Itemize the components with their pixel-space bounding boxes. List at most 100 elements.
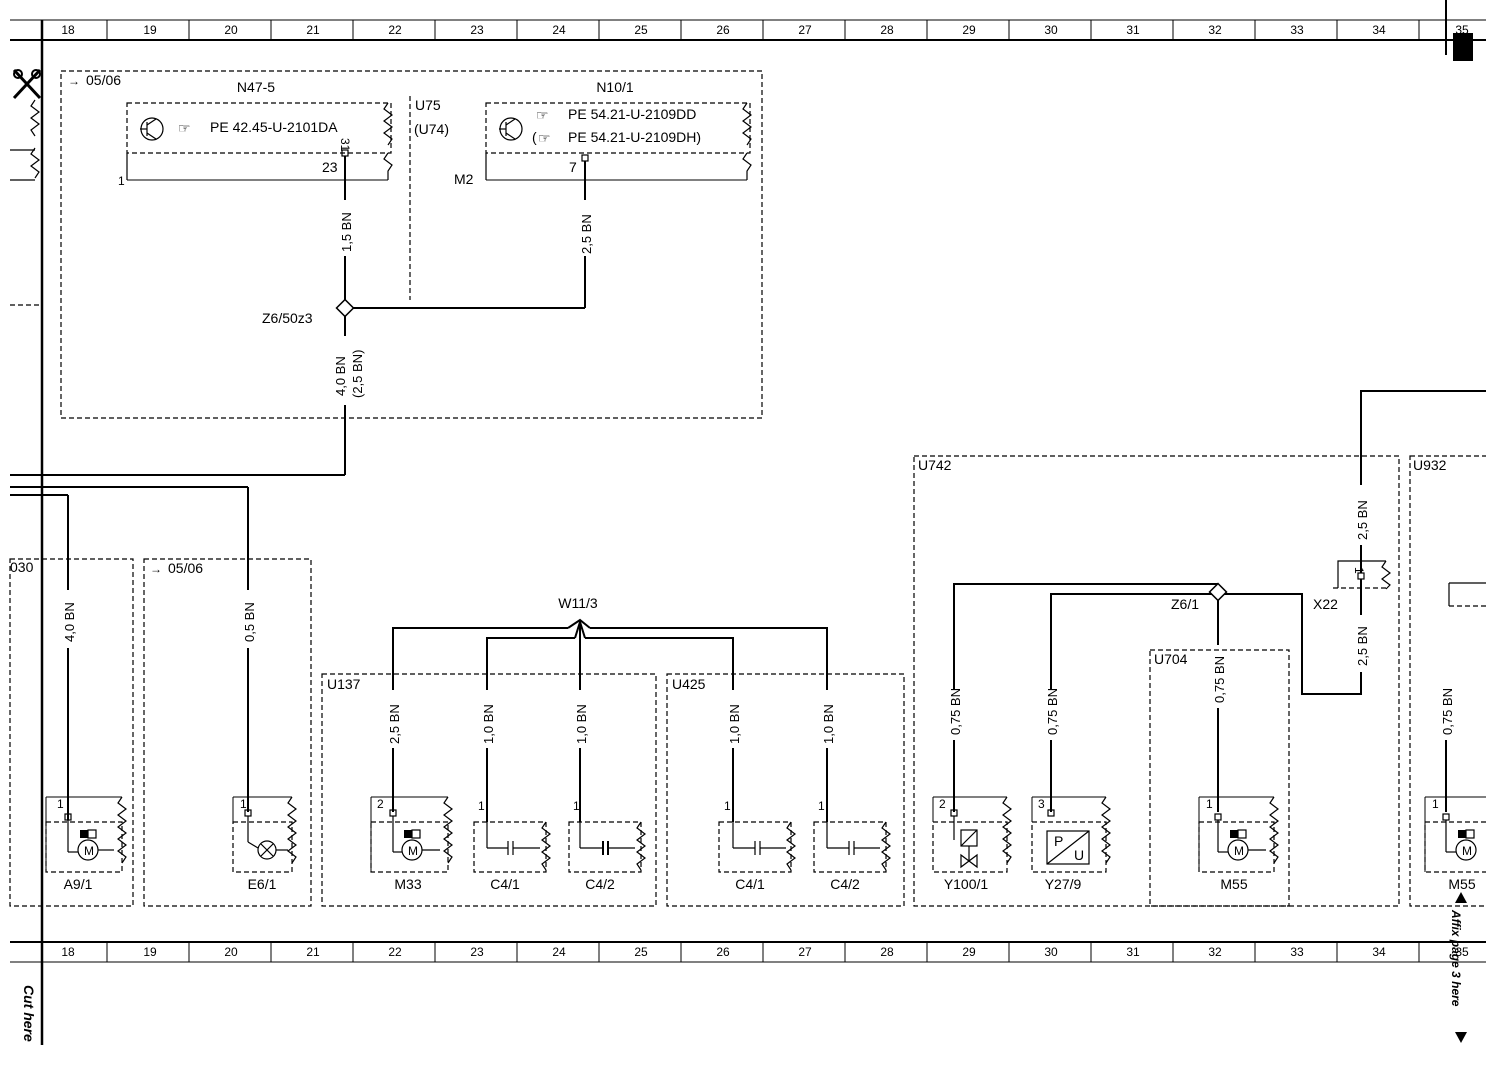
col-label: 22 — [388, 23, 402, 37]
m33-pin: 2 — [377, 797, 384, 811]
motor-symbol: M — [1234, 844, 1244, 858]
motor-symbol: M — [1462, 844, 1472, 858]
top-ruler — [10, 0, 1486, 61]
pointing-hand-icon: ☞ — [538, 130, 551, 146]
wire-label-c42b: 1,0 BN — [821, 704, 836, 744]
c41b-component: 1 C4/1 — [718, 799, 796, 892]
col-label: 23 — [470, 945, 484, 959]
x22-pin: 1 — [1352, 567, 1366, 574]
m55-component: 1 M M55 — [1198, 796, 1279, 892]
y27-pin: 3 — [1038, 797, 1045, 811]
transistor-icon — [140, 117, 164, 141]
m55b-label: M55 — [1448, 876, 1475, 892]
x22-connector: 1 X22 — [1313, 560, 1391, 612]
col-label: 32 — [1208, 945, 1222, 959]
n47-pin-1: 1 — [118, 174, 125, 188]
y27-component: 3 P U Y27/9 — [1031, 796, 1111, 892]
c42a-pin: 1 — [573, 799, 580, 813]
frame-top-block — [60, 70, 763, 419]
frame-u932 — [1409, 455, 1486, 907]
col-label: 27 — [798, 945, 812, 959]
e6-pin: 1 — [240, 797, 247, 811]
col-label: 34 — [1372, 945, 1386, 959]
arrow-ref-icon: → — [68, 74, 80, 88]
col-label: 23 — [470, 23, 484, 37]
n47-pin-23: 23 — [322, 159, 338, 175]
col-label: 24 — [552, 945, 566, 959]
wire-label-m55: 0,75 BN — [1212, 656, 1227, 703]
u932-label: U932 — [1413, 457, 1447, 473]
c42a-label: C4/2 — [585, 876, 615, 892]
col-label: 19 — [143, 23, 157, 37]
e6-component: 1 E6/1 — [232, 796, 297, 892]
wire-label-y27: 0,75 BN — [1045, 688, 1060, 735]
wire-label-a9: 4,0 BN — [62, 602, 77, 642]
m55b-pin: 1 — [1432, 797, 1439, 811]
partial-code-label: 030 — [10, 559, 34, 575]
c41a-component: 1 C4/1 — [473, 799, 551, 892]
m55-pin: 1 — [1206, 797, 1213, 811]
m55-label: M55 — [1220, 876, 1247, 892]
y100-pin: 2 — [939, 797, 946, 811]
frame-e6-block — [143, 558, 312, 907]
motor-icon — [1455, 839, 1477, 861]
u74-label: (U74) — [414, 121, 449, 137]
date-ref: 05/06 — [86, 72, 121, 88]
a9-pin: 1 — [57, 797, 64, 811]
col-label: 34 — [1372, 23, 1386, 37]
m33-component: 2 M M33 — [370, 796, 453, 892]
bottom-ruler-numbers: 18 19 20 21 22 23 24 25 26 27 28 29 30 3… — [61, 945, 1469, 959]
m2-label: M2 — [454, 171, 474, 187]
wire-label-y100: 0,75 BN — [948, 688, 963, 735]
affix-page-note: Affix page 3 here — [1449, 909, 1463, 1007]
u425-label: U425 — [672, 676, 706, 692]
n10-label: N10/1 — [596, 79, 634, 95]
u742-label: U742 — [918, 457, 952, 473]
col-label: 28 — [880, 23, 894, 37]
col-label: 30 — [1044, 945, 1058, 959]
m55b-component: 1 M M55 — [1424, 796, 1486, 892]
y27-label: Y27/9 — [1045, 876, 1082, 892]
frame-partial-left — [9, 558, 134, 907]
wire-label-m55b: 0,75 BN — [1440, 688, 1455, 735]
a9-label: A9/1 — [64, 876, 93, 892]
col-label: 29 — [962, 945, 976, 959]
c42a-component: 1 C4/2 — [568, 799, 646, 892]
wire-label-c41b: 1,0 BN — [727, 704, 742, 744]
connector-w11-3: W11/3 — [558, 595, 598, 611]
a9-component: 1 M A9/1 — [45, 796, 127, 892]
c41b-label: C4/1 — [735, 876, 765, 892]
c41a-label: C4/1 — [490, 876, 520, 892]
col-label: 35 — [1455, 23, 1469, 37]
col-label: 33 — [1290, 945, 1304, 959]
motor-symbol: M — [84, 844, 94, 858]
u704-label: U704 — [1154, 651, 1188, 667]
col-label: 21 — [306, 945, 320, 959]
n10-pin-7: 7 — [569, 159, 577, 175]
u75-label: U75 — [415, 97, 441, 113]
date-ref-e6: 05/06 — [168, 560, 203, 576]
n10-doc-ref-2: PE 54.21-U-2109DH) — [568, 129, 701, 145]
frame-u137 — [321, 673, 657, 907]
wire-label-m33: 2,5 BN — [387, 704, 402, 744]
splice-z6-1 — [1208, 582, 1228, 602]
wire-label-c42a: 1,0 BN — [574, 704, 589, 744]
frame-u704 — [1149, 649, 1290, 907]
frame-u425 — [666, 673, 905, 907]
col-label: 25 — [634, 945, 648, 959]
pointing-hand-icon: ☞ — [178, 120, 191, 136]
wire-label-n10: 2,5 BN — [579, 214, 594, 254]
col-label: 28 — [880, 945, 894, 959]
u137-label: U137 — [327, 676, 361, 692]
col-label: 31 — [1126, 945, 1140, 959]
y100-label: Y100/1 — [944, 876, 989, 892]
c42b-pin: 1 — [818, 799, 825, 813]
frame-u742 — [913, 455, 1400, 907]
col-label: 19 — [143, 945, 157, 959]
splice-z6-1-label: Z6/1 — [1171, 596, 1199, 612]
pointing-hand-icon: ☞ — [536, 107, 549, 123]
cut-here-note: Cut here — [21, 985, 37, 1042]
wire-label-e6: 0,5 BN — [242, 602, 257, 642]
motor-symbol: M — [408, 844, 418, 858]
